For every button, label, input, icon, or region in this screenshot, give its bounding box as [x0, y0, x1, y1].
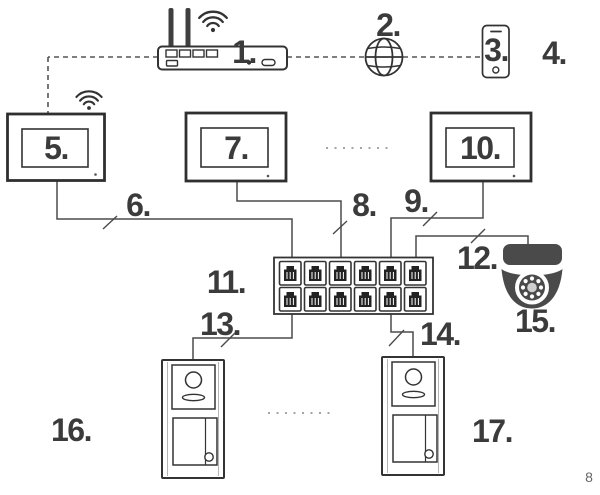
label-door-cable-1: 13. [200, 306, 241, 342]
label-door-station-1: 16. [51, 412, 92, 448]
wifi-icon-router [198, 10, 228, 34]
rj45-port [303, 286, 327, 312]
wifi-icon-monitor [75, 90, 103, 111]
rj45-port [353, 260, 377, 286]
cable-tick-12 [470, 228, 486, 244]
indoor-monitor-1 [6, 90, 106, 182]
dashed-internet-links [47, 56, 482, 113]
camera-ir-leds [520, 276, 544, 299]
dome-camera [501, 244, 563, 309]
internet-globe-icon [364, 37, 404, 77]
cable-monitor1-switch [56, 180, 293, 258]
cable-switch-door2 [390, 314, 414, 357]
label-monitor-cable-1: 6. [126, 187, 151, 223]
indoor-monitor-3 [429, 111, 533, 183]
rj45-port [353, 286, 377, 312]
indoor-monitor-2 [184, 111, 288, 183]
door-station-2 [381, 356, 445, 476]
smartphone [481, 24, 510, 79]
rj45-port [378, 260, 402, 286]
label-indoor-monitor-1: 5. [44, 130, 69, 166]
rj45-port [278, 260, 302, 286]
rj45-port [303, 260, 327, 286]
cable-switch-door1 [192, 314, 293, 359]
rj45-port [403, 286, 427, 312]
rj45-port [378, 286, 402, 312]
page-number: 8 [585, 469, 593, 485]
label-ip-camera: 15. [515, 303, 556, 339]
router-antenna-left [168, 8, 174, 48]
label-indoor-monitor-2: 7. [224, 130, 249, 166]
label-router: 1. [232, 34, 257, 70]
cable-camera-switch [415, 235, 529, 258]
cable-tick-9 [422, 211, 438, 227]
label-mobile-app: 4. [542, 35, 567, 71]
network-switch [273, 256, 434, 315]
cable-tick-6 [102, 215, 118, 230]
cable-monitor3-switch [390, 181, 484, 258]
wifi-router [157, 8, 288, 71]
label-door-station-2: 17. [472, 413, 513, 449]
rj45-port [278, 286, 302, 312]
label-camera-cable: 12. [457, 240, 498, 276]
cables [56, 180, 529, 359]
rj45-port [328, 260, 352, 286]
label-network-switch: 11. [206, 264, 247, 300]
rj45-port [403, 260, 427, 286]
label-monitor-cable-2: 8. [352, 187, 377, 223]
cable-tick-14 [388, 329, 405, 347]
door-station-1 [161, 359, 225, 479]
camera-lens [527, 282, 537, 293]
router-antenna-right [185, 8, 191, 48]
cable-tick-13 [220, 331, 237, 348]
cable-monitor2-switch [236, 181, 342, 258]
cable-tick-8 [332, 220, 348, 235]
label-door-cable-2: 14. [420, 316, 461, 352]
label-monitor-cable-3: 9. [404, 183, 429, 219]
label-smartphone: 3. [484, 32, 509, 68]
rj45-port [328, 286, 352, 312]
label-indoor-monitor-3: 10. [460, 130, 501, 166]
label-internet: 2. [376, 7, 401, 43]
